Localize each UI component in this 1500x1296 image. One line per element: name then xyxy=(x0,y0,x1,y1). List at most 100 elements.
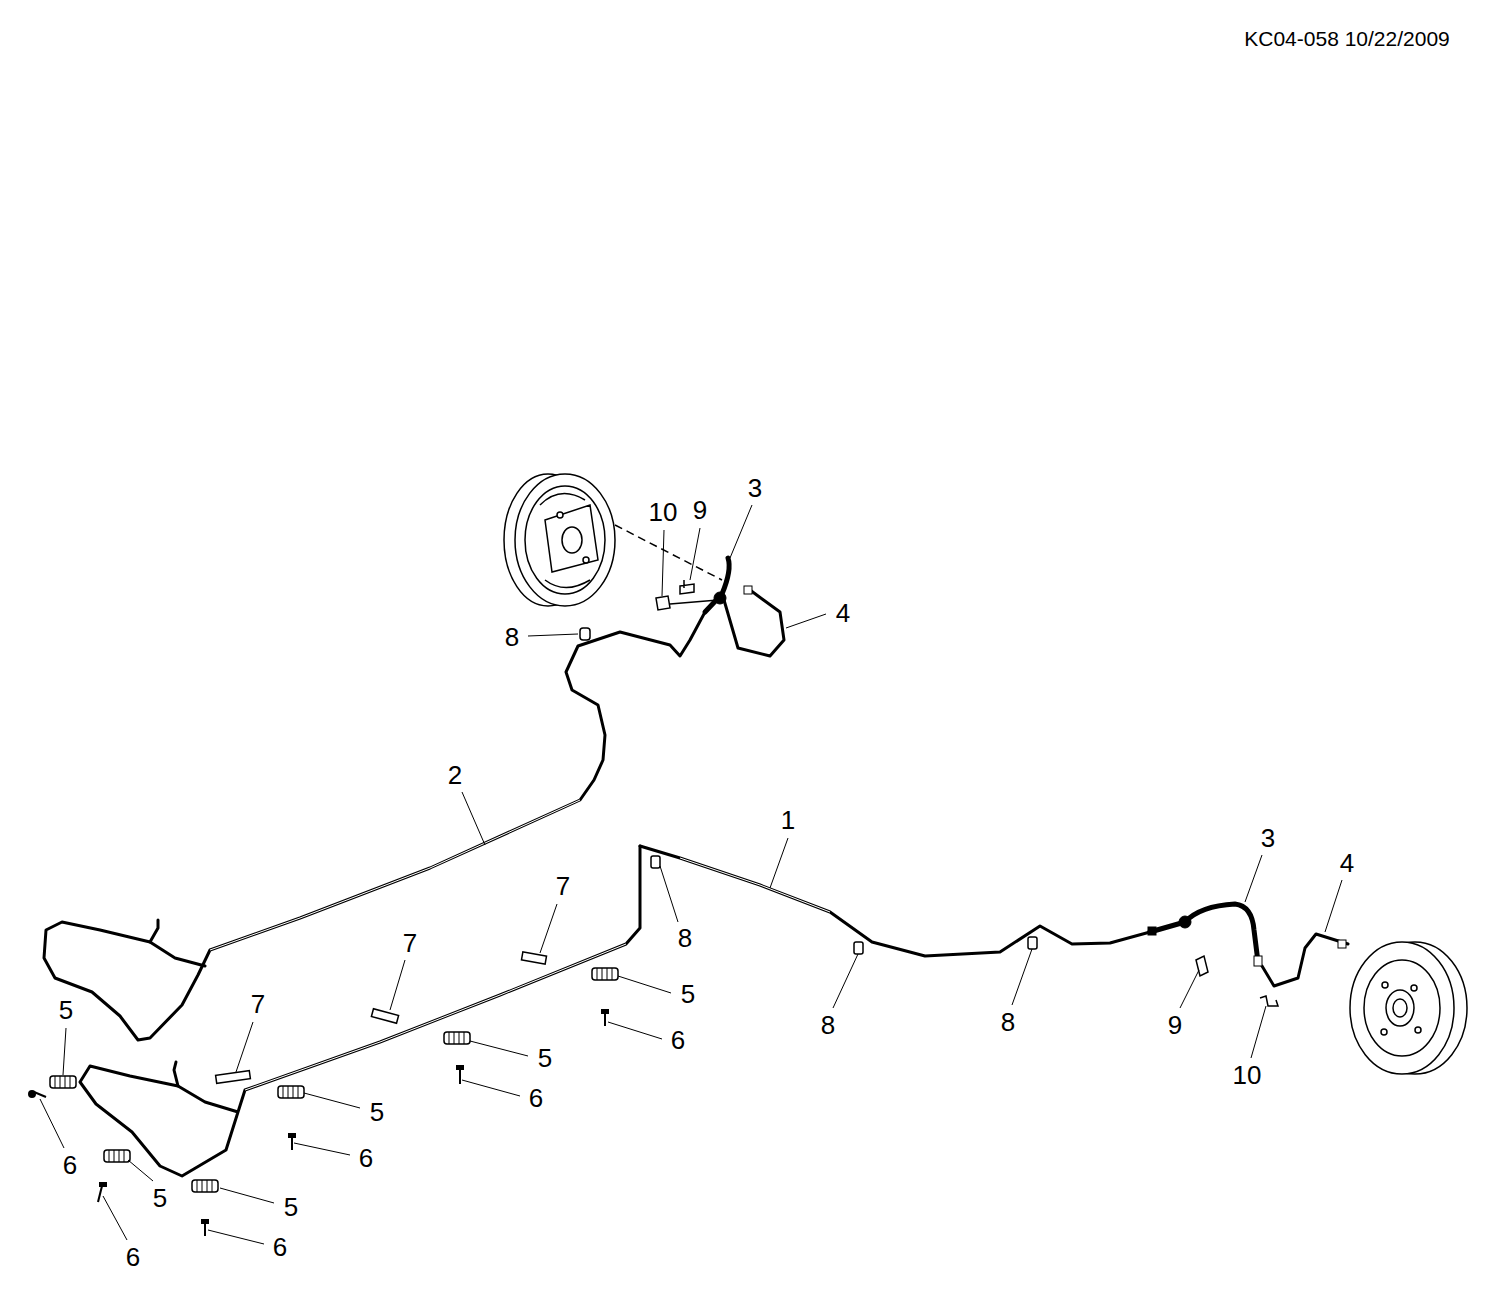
clip-9-10 xyxy=(656,596,670,610)
callout-number: 10 xyxy=(647,498,680,526)
pipe-clips xyxy=(278,1086,304,1098)
brake-drum-upper xyxy=(545,580,590,588)
hose-fittings xyxy=(744,586,752,594)
clip-9-10 xyxy=(656,580,1278,1006)
pipe-clips xyxy=(50,1076,76,1088)
leader-lines xyxy=(40,505,1342,1244)
pipe-clips xyxy=(50,968,618,1192)
callout-number: 8 xyxy=(819,1011,837,1039)
brake-pipe-highlight xyxy=(245,944,626,1090)
hose-fittings xyxy=(1254,956,1262,966)
leader-lines xyxy=(208,1230,264,1244)
callout-number: 8 xyxy=(503,623,521,651)
leader-lines xyxy=(390,960,405,1010)
callout-number: 1 xyxy=(779,806,797,834)
callout-number: 7 xyxy=(401,929,419,957)
pipe-clips xyxy=(597,968,612,980)
brake-drum-upper xyxy=(504,474,722,606)
leader-lines xyxy=(470,1041,528,1056)
brake-drum-upper xyxy=(515,474,615,606)
callout-number: 6 xyxy=(124,1243,142,1271)
brake-drum-right xyxy=(1415,1027,1421,1033)
brake-drum-right xyxy=(1381,1029,1387,1035)
pipe-clips xyxy=(55,968,612,1192)
bolts xyxy=(604,1012,606,1026)
pipe-clips xyxy=(580,628,590,640)
callout-number: 5 xyxy=(57,996,75,1024)
callout-number: 8 xyxy=(999,1008,1017,1036)
bolts xyxy=(291,1136,293,1150)
brake-drum-right xyxy=(1350,942,1467,1074)
bolts xyxy=(98,1186,102,1202)
leader-lines xyxy=(103,1196,127,1240)
drawing-code: KC04-058 10/22/2009 xyxy=(1242,27,1452,50)
leader-lines xyxy=(304,1093,360,1108)
brake-drum-upper xyxy=(525,486,605,594)
callout-number: 3 xyxy=(1259,824,1277,852)
leader-lines xyxy=(462,792,485,845)
callout-number: 9 xyxy=(1166,1011,1184,1039)
pipe-clips xyxy=(592,968,618,980)
leader-lines xyxy=(730,505,752,558)
callout-number: 6 xyxy=(669,1026,687,1054)
brake-pipe xyxy=(80,846,640,1176)
leader-lines xyxy=(662,530,664,596)
pipe-clips xyxy=(521,952,546,964)
bolts xyxy=(204,1222,206,1236)
callout-number: 7 xyxy=(249,990,267,1018)
pipe-clips xyxy=(55,1076,70,1088)
leader-lines xyxy=(1325,880,1342,932)
hose-fittings xyxy=(1338,940,1346,948)
leader-lines xyxy=(220,1188,274,1203)
bolts xyxy=(602,1010,608,1013)
leader-lines xyxy=(1245,855,1262,902)
bolts xyxy=(29,1091,35,1097)
callout-number: 9 xyxy=(691,496,709,524)
callout-number: 5 xyxy=(151,1184,169,1212)
brake-pipe xyxy=(1150,904,1258,962)
callout-number: 2 xyxy=(446,761,464,789)
pipe-clips xyxy=(283,1086,298,1098)
brake-pipe-highlight xyxy=(680,858,830,912)
leader-lines xyxy=(128,1160,153,1181)
hose-fittings xyxy=(1179,916,1191,928)
leader-lines xyxy=(786,614,826,628)
leader-lines xyxy=(1012,949,1032,1005)
callout-number: 8 xyxy=(676,924,694,952)
brake-drum-right xyxy=(1393,999,1407,1017)
brake-pipe xyxy=(174,1062,178,1086)
callout-number: 6 xyxy=(527,1084,545,1112)
pipe-clips xyxy=(50,628,1037,1192)
leader-lines xyxy=(833,954,858,1008)
callout-number: 10 xyxy=(1231,1061,1264,1089)
clip-9-10 xyxy=(680,580,694,594)
callout-number: 4 xyxy=(834,599,852,627)
bolts xyxy=(289,1134,295,1137)
brake-drum-upper xyxy=(540,494,585,505)
brake-drum-upper xyxy=(615,525,722,580)
pipe-clips xyxy=(216,1071,251,1084)
leader-lines xyxy=(528,634,578,636)
clip-9-10 xyxy=(1260,996,1278,1006)
brake-pipe xyxy=(150,920,158,942)
callout-number: 5 xyxy=(282,1193,300,1221)
pipe-clips xyxy=(371,1009,398,1023)
brake-drum-right xyxy=(1382,982,1388,988)
brake-drum-right xyxy=(1386,990,1414,1026)
pipe-clips xyxy=(449,1032,464,1044)
brake-pipe-highlight xyxy=(210,800,580,950)
brake-pipe xyxy=(640,846,1150,956)
bolts xyxy=(100,1183,106,1186)
pipe-clips xyxy=(104,1150,130,1162)
callout-number: 7 xyxy=(554,872,572,900)
brake-drum-right xyxy=(1350,942,1454,1074)
callout-number: 6 xyxy=(61,1151,79,1179)
callout-number: 5 xyxy=(679,980,697,1008)
leader-lines xyxy=(608,1022,662,1039)
pipe-clips xyxy=(109,1150,124,1162)
pipe-clips xyxy=(197,1180,212,1192)
brake-pipe xyxy=(44,558,1348,1176)
leader-lines xyxy=(1251,1006,1266,1058)
brake-pipe xyxy=(724,590,784,656)
